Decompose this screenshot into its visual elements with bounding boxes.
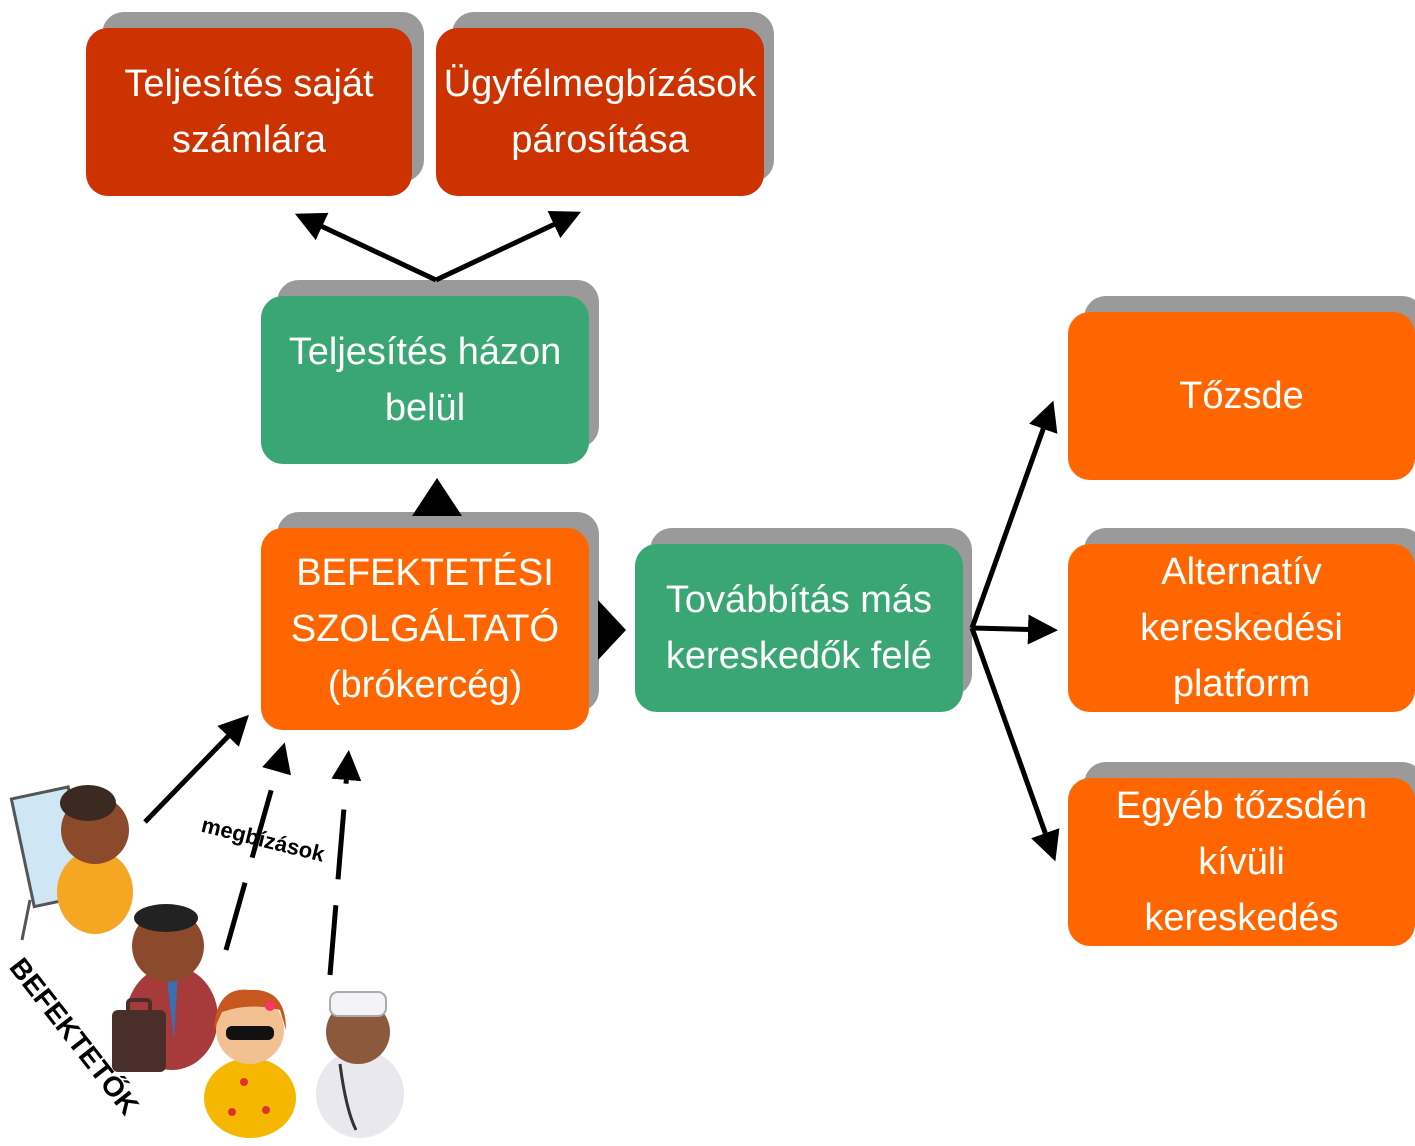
own-account-box: Teljesítés saját számlára [86,28,412,196]
forwarding-label: Továbbítás más kereskedők felé [665,579,933,677]
arrow-to-exchange [969,400,1058,629]
arrow-investor-3 [327,750,362,976]
investment-provider-label: BEFEKTETÉSI SZOLGÁLTATÓ (brókercég) [290,552,560,706]
client-matching-label: Ügyfélmegbízások párosítása [443,63,757,161]
internal-execution-label: Teljesítés házon belül [288,331,562,429]
triangle-right-connector [598,600,626,660]
woman-sunglasses-investor-icon [204,989,296,1138]
arrow-to-otc [969,627,1060,862]
alt-platform-label: Alternatív kereskedési platform [1140,551,1343,705]
alt-platform-box: Alternatív kereskedési platform [1068,544,1415,712]
internal-execution-box: Teljesítés házon belül [261,296,589,464]
otc-box: Egyéb tőzsdén kívüli kereskedés [1068,778,1415,946]
triangle-up-connector [412,478,462,516]
client-matching-box: Ügyfélmegbízások párosítása [436,28,764,196]
arrow-investor-1 [143,714,249,824]
arrow-to-alt-platform [971,614,1058,645]
arrow-investor-2 [223,742,291,951]
arrow-to-own-account [294,212,438,283]
exchange-label: Tőzsde [1179,375,1304,417]
own-account-label: Teljesítés saját számlára [124,63,374,161]
businessman-investor-icon [112,904,218,1072]
forwarding-box: Továbbítás más kereskedők felé [635,544,963,712]
otc-label: Egyéb tőzsdén kívüli kereskedés [1115,785,1368,939]
teacher-investor-icon [9,785,133,941]
exchange-box: Tőzsde [1068,312,1415,480]
doctor-investor-icon [316,991,404,1138]
arrow-to-client-matching [434,210,582,283]
investment-provider-box: BEFEKTETÉSI SZOLGÁLTATÓ (brókercég) [261,528,589,730]
